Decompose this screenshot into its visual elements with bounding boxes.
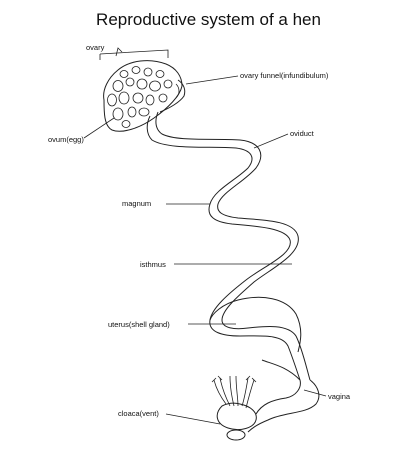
label-vagina: vagina xyxy=(303,389,351,401)
label-ovum: ovum(egg) xyxy=(48,117,115,144)
label-ovum-text: ovum(egg) xyxy=(48,135,84,144)
leader-ovary-funnel xyxy=(185,75,239,85)
label-isthmus: isthmus xyxy=(140,260,292,269)
label-oviduct: oviduct xyxy=(253,129,315,149)
leader-vagina xyxy=(303,389,327,397)
label-cloaca-text: cloaca(vent) xyxy=(118,409,159,418)
label-oviduct-text: oviduct xyxy=(290,129,315,138)
label-ovary-text: ovary xyxy=(86,43,105,52)
label-magnum-text: magnum xyxy=(122,199,151,208)
ova-cluster xyxy=(107,66,173,128)
label-vagina-text: vagina xyxy=(328,392,351,401)
label-magnum: magnum xyxy=(122,199,210,208)
label-cloaca: cloaca(vent) xyxy=(118,409,221,425)
ovary-funnel-shape xyxy=(159,79,186,113)
label-ovary-funnel: ovary funnel(infundibulum) xyxy=(185,71,329,85)
leader-ovum xyxy=(83,117,115,139)
cloaca-shape xyxy=(211,375,257,441)
label-uterus: uterus(shell gland) xyxy=(108,320,236,329)
label-isthmus-text: isthmus xyxy=(140,260,166,269)
leader-oviduct xyxy=(253,133,289,149)
uterus-shape xyxy=(209,296,302,353)
ovary-shape xyxy=(99,47,183,132)
label-ovary-funnel-text: ovary funnel(infundibulum) xyxy=(240,71,329,80)
label-uterus-text: uterus(shell gland) xyxy=(108,320,170,329)
vagina-shape xyxy=(247,359,320,433)
leader-cloaca xyxy=(165,413,221,425)
label-ovary: ovary xyxy=(86,43,105,52)
diagram-title: Reproductive system of a hen xyxy=(96,10,321,29)
oviduct-tube xyxy=(146,111,311,381)
